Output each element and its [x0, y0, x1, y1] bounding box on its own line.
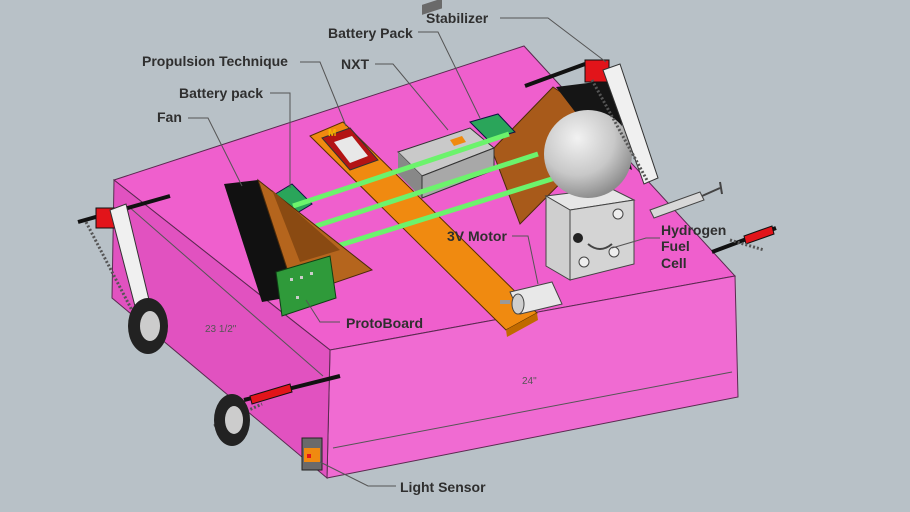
label-fuel: Fuel	[661, 238, 690, 254]
label-protoboard: ProtoBoard	[346, 315, 423, 331]
fan-rods	[292, 131, 556, 250]
dimension-lines: 23 1/2" 24"	[127, 205, 733, 449]
width-dimension: 24"	[522, 376, 537, 387]
protoboard	[275, 255, 337, 317]
label-battery-pack-top: Battery Pack	[328, 25, 413, 41]
label-fan: Fan	[157, 109, 182, 125]
label-hydrogen: Hydrogen	[661, 222, 726, 238]
front-fan	[224, 178, 374, 302]
stabilizer-front-left	[77, 194, 171, 354]
svg-text:M: M	[328, 128, 336, 139]
label-stabilizer: Stabilizer	[426, 10, 489, 26]
propulsion-car: M	[321, 127, 379, 171]
label-battery-pack-side: Battery pack	[179, 85, 263, 101]
stabilizer-right	[711, 225, 777, 254]
syringe	[649, 181, 723, 219]
motor-3v	[500, 281, 563, 315]
propulsion-rail-side	[506, 313, 538, 337]
fuel-cell-sphere	[544, 110, 632, 198]
light-sensor	[301, 437, 323, 471]
stabilizer-rear-right	[524, 59, 659, 185]
label-nxt: NXT	[341, 56, 369, 72]
hovercraft-base	[111, 45, 739, 480]
label-3v-motor: 3V Motor	[447, 228, 507, 244]
label-light-sensor: Light Sensor	[400, 479, 486, 495]
leader-lines	[188, 17, 660, 487]
hydrogen-fuel-cell	[544, 187, 636, 281]
label-cell: Cell	[661, 255, 687, 271]
depth-dimension: 23 1/2"	[205, 324, 237, 335]
label-propulsion-technique: Propulsion Technique	[142, 53, 288, 69]
base-left-face	[111, 178, 331, 480]
protoboard-pins	[290, 272, 313, 299]
stabilizer-front-bottom	[213, 374, 341, 446]
